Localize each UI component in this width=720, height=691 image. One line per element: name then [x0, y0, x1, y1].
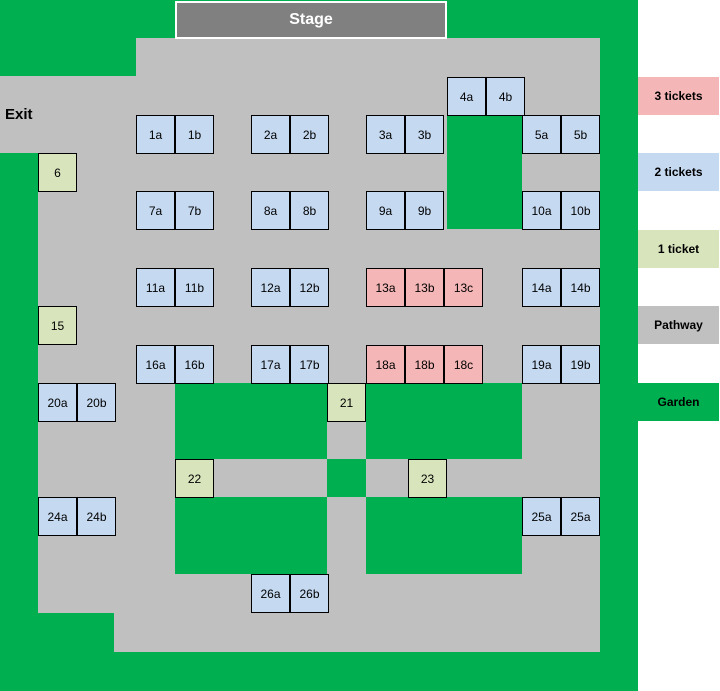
stage: Stage [175, 1, 447, 39]
seat-5a[interactable]: 5a [522, 115, 561, 154]
seat-4b[interactable]: 4b [486, 77, 525, 116]
legend-pathway: Pathway [638, 306, 719, 344]
seat-20a[interactable]: 20a [38, 383, 77, 422]
seat-26a[interactable]: 26a [251, 574, 290, 613]
garden-bed-lower-left [175, 497, 327, 574]
seat-10a[interactable]: 10a [522, 191, 561, 230]
seat-20b[interactable]: 20b [77, 383, 116, 422]
seat-25a[interactable]: 25a [561, 497, 600, 536]
seat-8b[interactable]: 8b [290, 191, 329, 230]
seat-23[interactable]: 23 [408, 459, 447, 498]
seat-7b[interactable]: 7b [175, 191, 214, 230]
seat-26b[interactable]: 26b [290, 574, 329, 613]
seat-12a[interactable]: 12a [251, 268, 290, 307]
seat-2b[interactable]: 2b [290, 115, 329, 154]
garden-bed-upper-left [175, 383, 327, 459]
legend-t2: 2 tickets [638, 153, 719, 191]
seat-14b[interactable]: 14b [561, 268, 600, 307]
pathway-exit-strip [0, 76, 136, 153]
seat-18b[interactable]: 18b [405, 345, 444, 384]
seat-21[interactable]: 21 [327, 383, 366, 422]
seat-16b[interactable]: 16b [175, 345, 214, 384]
legend-t1: 1 ticket [638, 230, 719, 268]
seat-18a[interactable]: 18a [366, 345, 405, 384]
seat-17b[interactable]: 17b [290, 345, 329, 384]
garden-bed-center [327, 459, 366, 497]
seat-3b[interactable]: 3b [405, 115, 444, 154]
seat-6[interactable]: 6 [38, 153, 77, 192]
garden-bed-upper-right [366, 383, 522, 459]
seat-13a[interactable]: 13a [366, 268, 405, 307]
seat-19a[interactable]: 19a [522, 345, 561, 384]
seat-16a[interactable]: 16a [136, 345, 175, 384]
seat-8a[interactable]: 8a [251, 191, 290, 230]
pathway-bottom-left [114, 613, 136, 652]
seat-25a[interactable]: 25a [522, 497, 561, 536]
seat-7a[interactable]: 7a [136, 191, 175, 230]
seat-9b[interactable]: 9b [405, 191, 444, 230]
seat-24b[interactable]: 24b [77, 497, 116, 536]
garden-bed-top [447, 115, 522, 229]
exit-label: Exit [5, 106, 33, 123]
seat-13c[interactable]: 13c [444, 268, 483, 307]
seat-12b[interactable]: 12b [290, 268, 329, 307]
seat-19b[interactable]: 19b [561, 345, 600, 384]
seat-4a[interactable]: 4a [447, 77, 486, 116]
seat-17a[interactable]: 17a [251, 345, 290, 384]
seat-1b[interactable]: 1b [175, 115, 214, 154]
garden-bed-lower-right [366, 497, 522, 574]
seat-11b[interactable]: 11b [175, 268, 214, 307]
legend-t3: 3 tickets [638, 77, 719, 115]
seat-18c[interactable]: 18c [444, 345, 483, 384]
seat-13b[interactable]: 13b [405, 268, 444, 307]
seat-22[interactable]: 22 [175, 459, 214, 498]
seat-5b[interactable]: 5b [561, 115, 600, 154]
seat-11a[interactable]: 11a [136, 268, 175, 307]
seat-3a[interactable]: 3a [366, 115, 405, 154]
seat-24a[interactable]: 24a [38, 497, 77, 536]
seat-10b[interactable]: 10b [561, 191, 600, 230]
seat-2a[interactable]: 2a [251, 115, 290, 154]
seat-14a[interactable]: 14a [522, 268, 561, 307]
legend-garden: Garden [638, 383, 719, 421]
seat-15[interactable]: 15 [38, 306, 77, 345]
seat-9a[interactable]: 9a [366, 191, 405, 230]
seat-1a[interactable]: 1a [136, 115, 175, 154]
